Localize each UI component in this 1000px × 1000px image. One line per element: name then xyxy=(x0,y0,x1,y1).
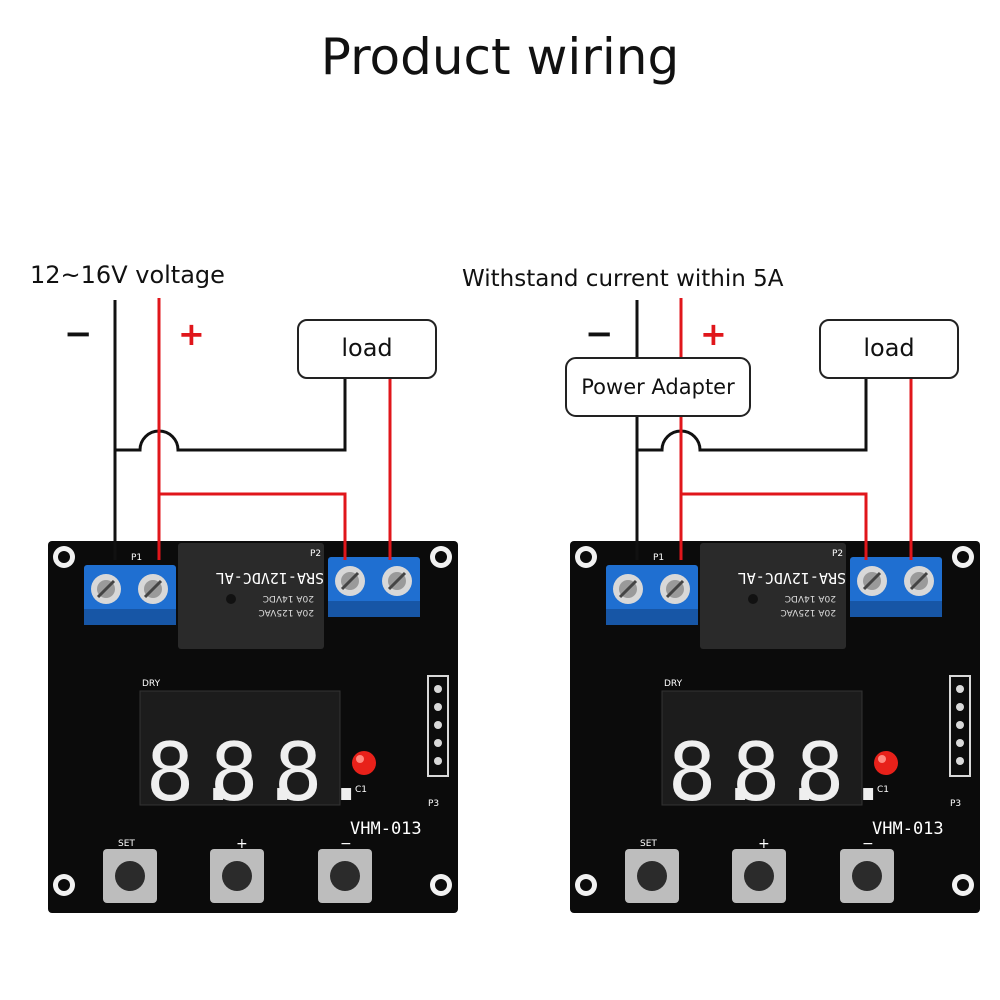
display-digit-2: 8. xyxy=(732,726,828,819)
display-digit-2: 8. xyxy=(210,726,306,819)
positive-relay-wire xyxy=(681,492,868,560)
button-minus-label: − xyxy=(340,836,352,852)
plus-button[interactable] xyxy=(732,849,786,903)
wires-left xyxy=(113,298,392,560)
button-plus-label: + xyxy=(758,836,770,852)
button-set-label: SET xyxy=(640,839,657,849)
set-button[interactable] xyxy=(625,849,679,903)
relay-rating-2: 20A 125VAC xyxy=(258,607,314,617)
board-buttons-left xyxy=(103,849,372,903)
led-label: C1 xyxy=(355,785,367,795)
minus-button[interactable] xyxy=(840,849,894,903)
button-plus-label: + xyxy=(236,836,248,852)
minus-button[interactable] xyxy=(318,849,372,903)
display-digit-1: 8. xyxy=(146,726,242,819)
terminal-p2-label: P2 xyxy=(832,549,843,559)
board-buttons-right xyxy=(625,849,894,903)
dry-label: DRY xyxy=(142,679,161,689)
power-adapter-label: Power Adapter xyxy=(581,375,735,399)
board-labels-left: P1 P2 SRA-12VDC-AL 20A 14VDC 20A 125VAC … xyxy=(118,549,439,852)
wires-right xyxy=(635,298,913,560)
display-digit-3: 8. xyxy=(796,726,892,819)
model-label: VHM-013 xyxy=(350,819,422,839)
positive-relay-wire xyxy=(159,492,347,560)
load-label: load xyxy=(863,334,914,362)
plus-button[interactable] xyxy=(210,849,264,903)
set-button[interactable] xyxy=(103,849,157,903)
plus-sign-label: + xyxy=(700,315,727,353)
terminal-p2-label: P2 xyxy=(310,549,321,559)
minus-sign-label: − xyxy=(585,314,614,354)
relay-model-text: SRA-12VDC-AL xyxy=(738,569,846,587)
relay-rating-1: 20A 14VDC xyxy=(785,593,836,603)
header-label: P3 xyxy=(428,799,439,809)
load-box xyxy=(819,319,959,379)
led-label: C1 xyxy=(877,785,889,795)
model-label: VHM-013 xyxy=(872,819,944,839)
display-digit-3: 8. xyxy=(274,726,370,819)
load-box xyxy=(297,319,437,379)
button-set-label: SET xyxy=(118,839,135,849)
supply-voltage-label: 12~16V voltage xyxy=(30,261,225,289)
plus-sign-label: + xyxy=(178,315,205,353)
dry-label: DRY xyxy=(664,679,683,689)
right-panel: P1 P2 SRA-12VDC-AL 20A 14VDC 20A 125VAC … xyxy=(462,266,982,915)
negative-load-wire xyxy=(115,378,347,452)
left-panel: P1 P2 SRA-12VDC-AL 20A 14VDC 20A 125VAC … xyxy=(30,261,460,915)
terminal-p1-label: P1 xyxy=(131,553,142,563)
relay-rating-1: 20A 14VDC xyxy=(263,593,314,603)
minus-sign-label: − xyxy=(64,314,93,354)
relay-model-text: SRA-12VDC-AL xyxy=(216,569,324,587)
current-rating-label: Withstand current within 5A xyxy=(462,266,784,292)
power-adapter-box xyxy=(565,357,751,417)
display-digit-1: 8. xyxy=(668,726,764,819)
button-minus-label: − xyxy=(862,836,874,852)
relay-rating-2: 20A 125VAC xyxy=(780,607,836,617)
board-labels-right: P1 P2 SRA-12VDC-AL 20A 14VDC 20A 125VAC … xyxy=(640,549,961,852)
page-title: Product wiring xyxy=(320,28,680,86)
load-label: load xyxy=(341,334,392,362)
terminal-p1-label: P1 xyxy=(653,553,664,563)
negative-load-wire xyxy=(637,378,868,452)
header-label: P3 xyxy=(950,799,961,809)
